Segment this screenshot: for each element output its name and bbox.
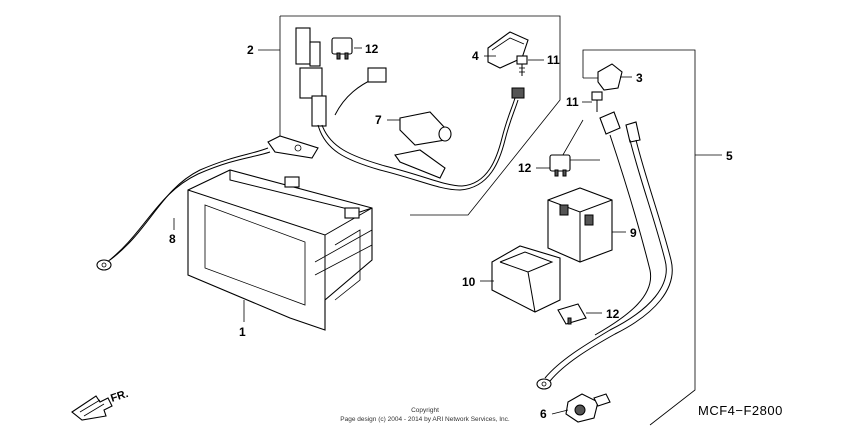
part-label-9: 9 bbox=[630, 226, 637, 240]
part-label-12-bottom: 12 bbox=[606, 307, 620, 321]
part-label-10: 10 bbox=[462, 275, 476, 289]
part-label-6: 6 bbox=[540, 407, 547, 421]
part-label-8: 8 bbox=[169, 232, 176, 246]
part-label-11-right: 11 bbox=[566, 95, 579, 109]
front-direction-marker: FR. bbox=[71, 388, 130, 421]
part-label-3: 3 bbox=[636, 71, 643, 85]
battery bbox=[187, 169, 373, 331]
diagram-code: MCF4−F2800 bbox=[698, 403, 783, 418]
bolt-top bbox=[516, 55, 528, 76]
bolt-right bbox=[591, 91, 603, 112]
part-label-12-top: 12 bbox=[365, 42, 379, 56]
starter-relay bbox=[547, 187, 613, 263]
part-label-5: 5 bbox=[726, 149, 733, 163]
part-label-2: 2 bbox=[247, 43, 254, 57]
positive-cable bbox=[536, 111, 673, 390]
front-arrow-icon bbox=[71, 395, 113, 421]
copyright-line-2: Page design (c) 2004 - 2014 by ARI Netwo… bbox=[340, 416, 510, 423]
relay-boot bbox=[491, 245, 561, 313]
wire-harness bbox=[295, 27, 525, 191]
front-label: FR. bbox=[109, 388, 130, 405]
leader-lines bbox=[173, 47, 632, 415]
part-label-11-top: 11 bbox=[547, 53, 560, 67]
part-label-7: 7 bbox=[375, 113, 382, 127]
fuse-middle bbox=[549, 154, 571, 177]
fuse-bottom bbox=[557, 303, 587, 325]
terminal-cap-bottom bbox=[565, 393, 611, 423]
fuse-top bbox=[331, 37, 353, 60]
terminal-cover-right bbox=[597, 63, 623, 91]
negative-cable bbox=[96, 135, 319, 271]
part-label-4: 4 bbox=[472, 49, 479, 63]
part-label-12-middle: 12 bbox=[518, 161, 532, 175]
copyright-line-1: Copyright bbox=[411, 407, 439, 414]
connector-cap bbox=[399, 111, 452, 146]
part-label-1: 1 bbox=[239, 325, 246, 339]
